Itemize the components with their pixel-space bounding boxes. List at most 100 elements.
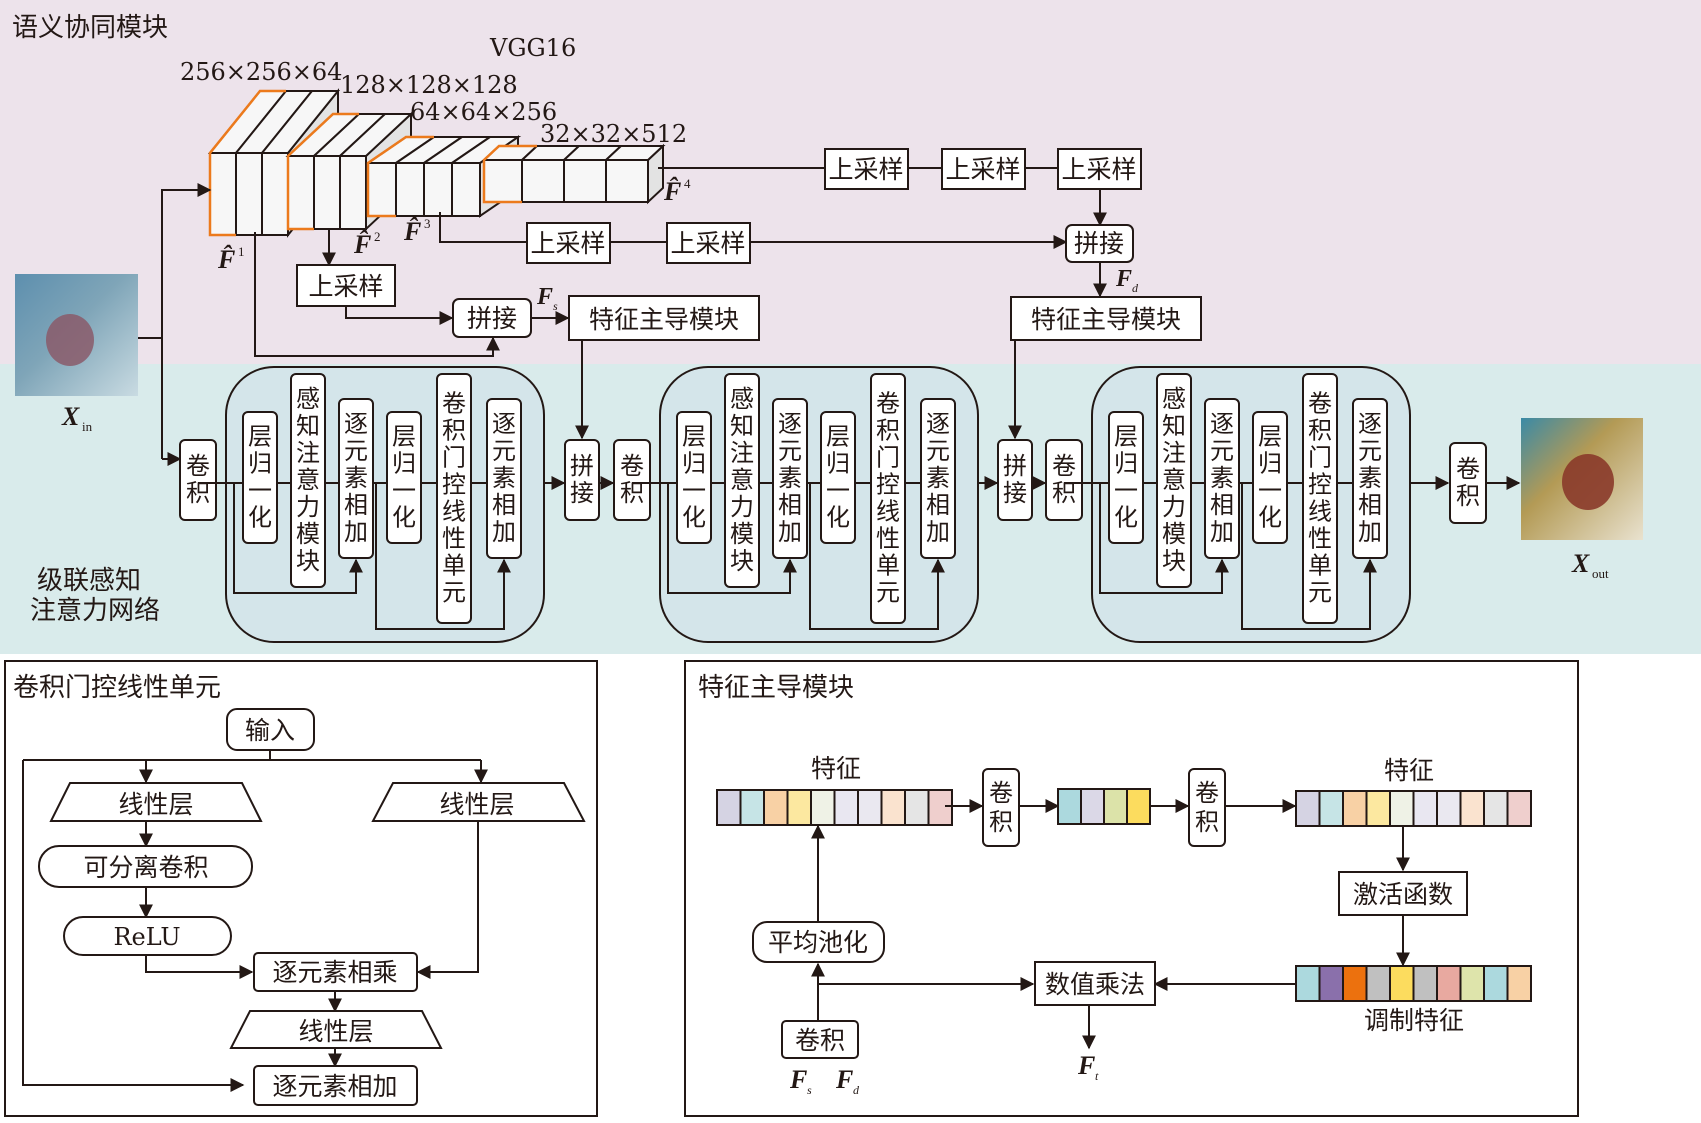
attention-1-char: 模 (296, 520, 320, 548)
vgg-layer (451, 162, 481, 217)
f-hat-1-label: F̂ 1 (217, 244, 245, 274)
add-1-a: 逐元素相加 (338, 398, 374, 559)
add-1-a-box (338, 398, 374, 559)
fdm-conv-1-char2: 积 (989, 808, 1013, 836)
layernorm-2-b-char: 一 (826, 477, 850, 505)
layernorm-3-a-char: 层 (1114, 423, 1138, 451)
add-3-b-char: 加 (1358, 518, 1382, 546)
feature-cell (763, 789, 789, 826)
feature-cell (786, 789, 812, 826)
f1-skip-arrow (254, 232, 500, 357)
fdm-2-label: 特征主导模块 (1031, 305, 1181, 334)
svg-text:F: F (1077, 1051, 1095, 1080)
fdm-avgpool-label: 平均池化 (768, 928, 868, 957)
add-2-a-char: 素 (778, 464, 802, 492)
svg-text:d: d (1132, 281, 1139, 295)
modulated-feature-cell (1483, 965, 1509, 1002)
layernorm-3-a-box (1108, 411, 1144, 544)
add-2-b-box (920, 398, 956, 559)
add-2-b: 逐元素相加 (920, 398, 956, 559)
vgg-stage-4 (481, 143, 666, 205)
cglu-2: 卷积门控线性单元 (870, 373, 906, 624)
feature-cell (1389, 790, 1415, 827)
attention-2-char: 块 (730, 547, 754, 575)
attention-2-box (724, 373, 760, 588)
layernorm-2-b-char: 层 (826, 423, 850, 451)
feature-cell (1318, 790, 1344, 827)
connector (23, 750, 481, 761)
layernorm-3-a-char: 化 (1114, 504, 1138, 532)
conv-2: 卷积 (613, 439, 651, 521)
attention-3-char: 知 (1162, 412, 1186, 440)
x-in-label: X in (61, 402, 93, 434)
feature-dominant-module-box-2 (1010, 296, 1202, 341)
vgg-first-layer-highlight (208, 89, 286, 237)
upsample-box-f3-2 (666, 222, 751, 264)
cglu-1-char: 线 (442, 498, 466, 526)
cglu-linear-bottom-label: 线性层 (298, 1017, 373, 1046)
svg-text:X: X (1571, 549, 1590, 578)
svg-text:2: 2 (374, 229, 381, 244)
cglu-1-char: 性 (442, 525, 466, 553)
reduced-feature-cell (1057, 788, 1082, 825)
add-1-a-char: 加 (344, 518, 368, 546)
svg-text:4: 4 (684, 176, 691, 191)
stage2-dims: 128×128×128 (340, 71, 518, 99)
add-1-b-char: 素 (492, 464, 516, 492)
concat-1-char: 拼 (570, 452, 594, 480)
fdm-conv-2-char2: 积 (1195, 808, 1219, 836)
fdm-modulated-vector (1295, 965, 1532, 1002)
layernorm-1-b-char: 一 (392, 477, 416, 505)
cglu-linear-right-label: 线性层 (439, 790, 514, 819)
conv-1: 卷积 (179, 439, 217, 521)
cglu-2-char: 控 (876, 471, 900, 499)
layernorm-2-a-box (676, 411, 712, 544)
vgg-layer (261, 152, 289, 236)
stage1-dims: 256×256×64 (180, 58, 342, 86)
cglu-linear-left (49, 782, 263, 822)
add-2-a-char: 逐 (778, 410, 802, 438)
fdm-scalar-mult-box (1034, 961, 1156, 1006)
layernorm-1-a-char: 层 (248, 423, 272, 451)
add-3-a-char: 加 (1210, 518, 1234, 546)
layernorm-2-a-char: 化 (682, 504, 706, 532)
cglu-2-char: 单 (876, 552, 900, 580)
feature-cell (1436, 790, 1462, 827)
add-2-b-char: 逐 (926, 410, 950, 438)
cglu-2-char: 性 (876, 525, 900, 553)
cascade-title-line1: 级联感知 (37, 566, 141, 596)
fdm-fd-label: F d (835, 1065, 860, 1097)
conv-3-char: 卷 (1052, 452, 1076, 480)
modulated-feature-cell (1342, 965, 1368, 1002)
modulated-feature-cell (1459, 965, 1485, 1002)
fdm-feature-vector-2 (1295, 790, 1532, 827)
layernorm-3-a-char: 归 (1114, 450, 1138, 478)
layernorm-3-a-char: 一 (1114, 477, 1138, 505)
upsample-f4-3-label: 上采样 (1061, 155, 1136, 184)
svg-text:s: s (553, 299, 558, 313)
cglu-relu-label: ReLU (113, 923, 180, 951)
arrow (416, 821, 479, 979)
conv-out-char: 积 (1456, 482, 1480, 510)
layernorm-3-b-char: 层 (1258, 423, 1282, 451)
svg-text:F̂: F̂ (217, 245, 235, 274)
x-out-label: X out (1571, 549, 1609, 581)
feature-dominant-module-box-1 (568, 295, 760, 341)
vgg-layer (235, 152, 263, 236)
layernorm-1-b-char: 化 (392, 504, 416, 532)
cglu-input-label: 输入 (245, 716, 295, 745)
cglu-3-char: 卷 (1308, 390, 1332, 418)
cglu-3-char: 控 (1308, 471, 1332, 499)
svg-text:F: F (536, 284, 553, 310)
cglu-linear-bottom (229, 1010, 443, 1049)
vgg-first-layer-highlight (482, 144, 537, 204)
fdm-fs-label: F s (789, 1065, 812, 1097)
fdm-conv-2-char1: 卷 (1195, 779, 1219, 807)
upsample-f4-2-label: 上采样 (945, 155, 1020, 184)
add-2-b-char: 加 (926, 518, 950, 546)
feature-cell (1412, 790, 1438, 827)
layernorm-2-a-char: 层 (682, 423, 706, 451)
add-3-b-char: 素 (1358, 464, 1382, 492)
